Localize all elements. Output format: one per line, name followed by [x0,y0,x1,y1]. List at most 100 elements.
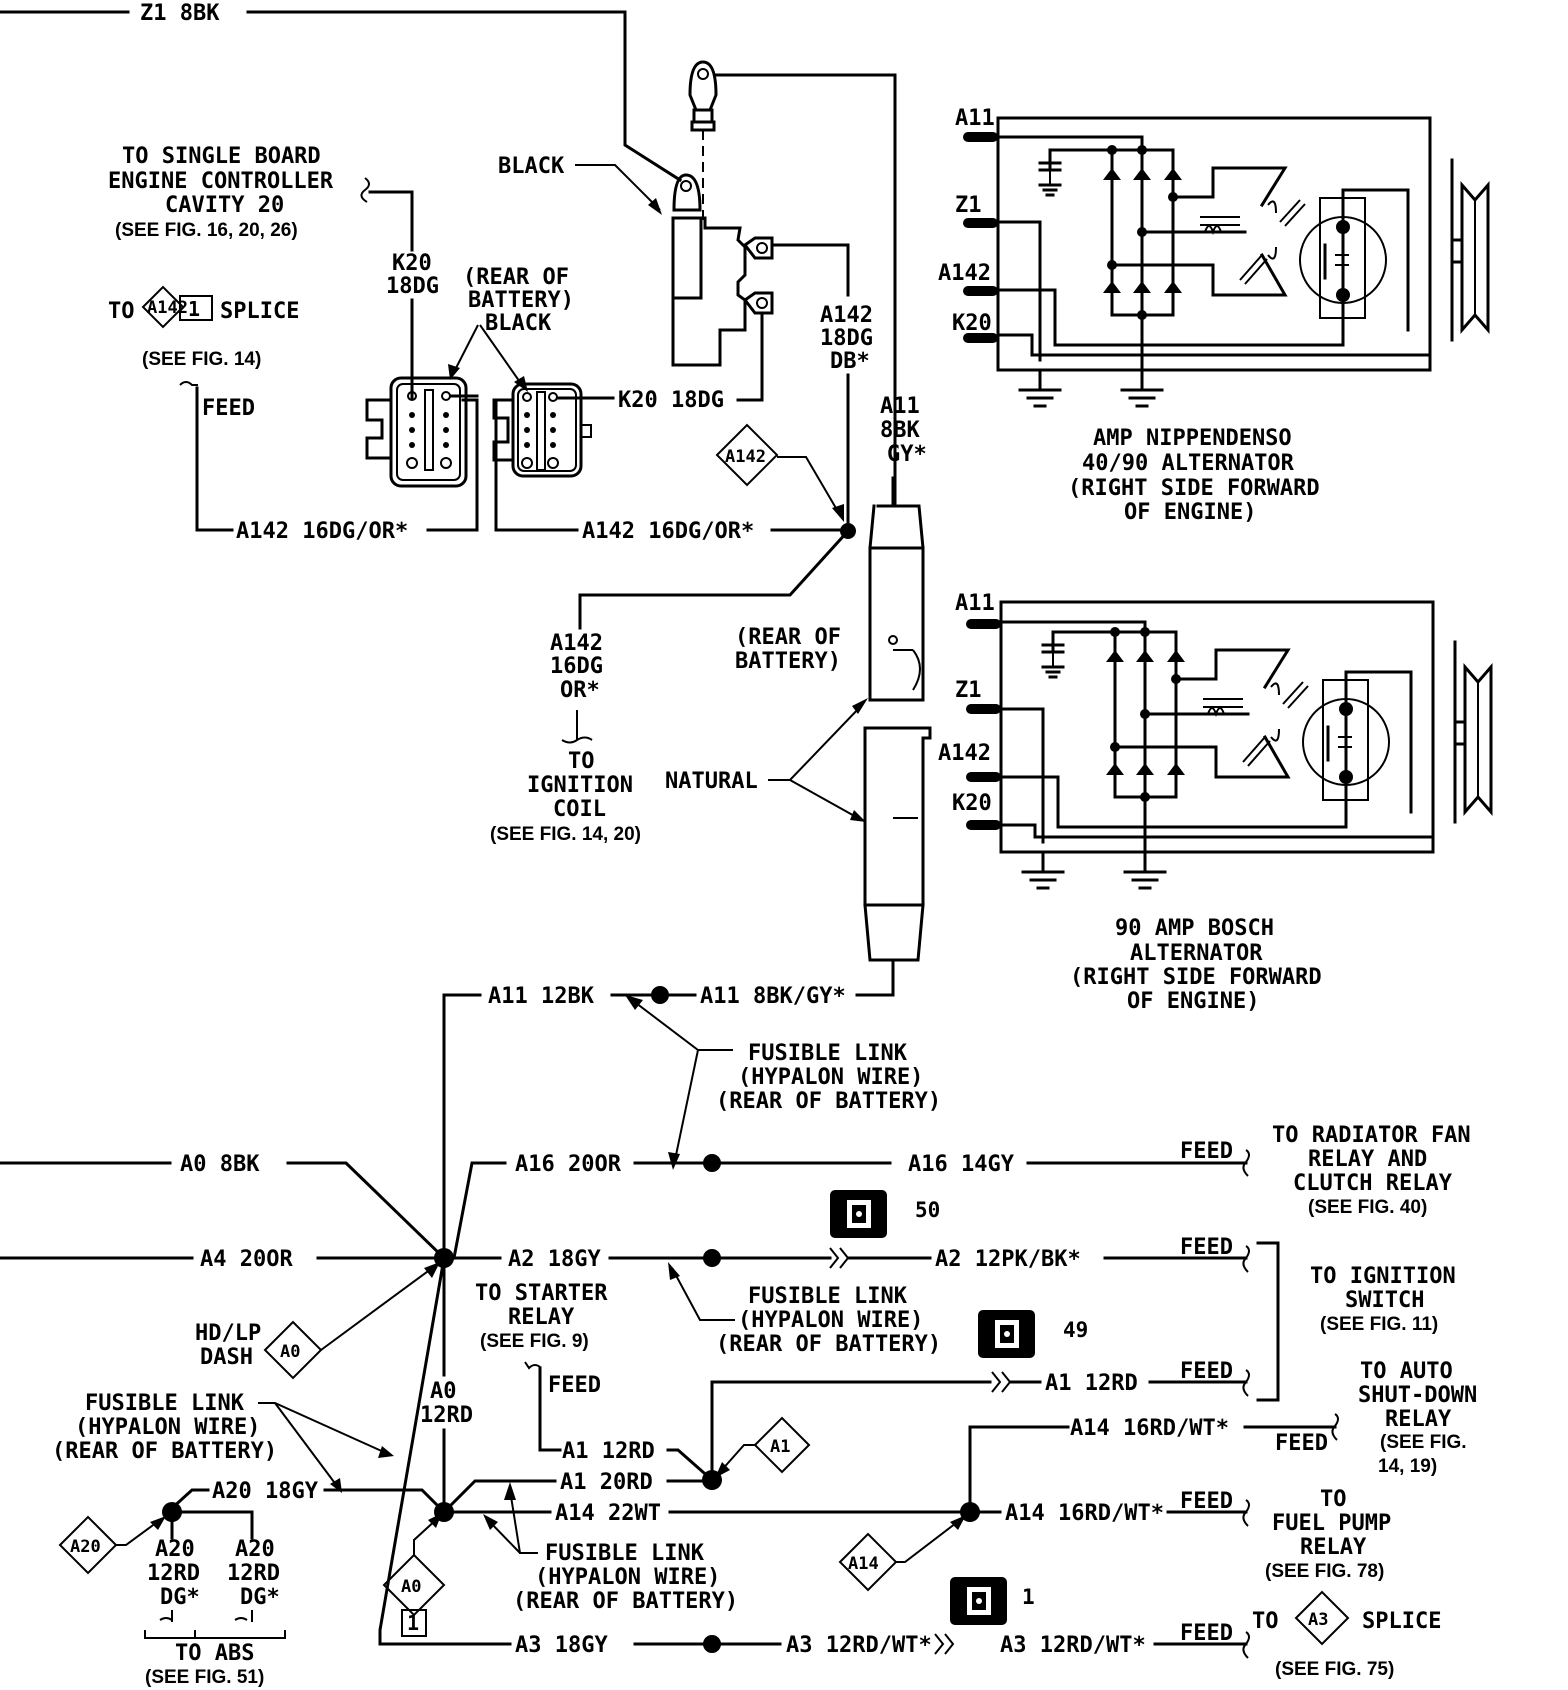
terminal-z1: Z1 [955,678,982,703]
wire-label-a20-branch-2: A20 [235,1537,275,1562]
wire-label-a3-12rd-wt-1: A3 12RD/WT* [786,1633,932,1658]
black-ring-terminal: BLACK [498,154,747,367]
svg-text:18DG: 18DG [820,326,873,351]
svg-text:OF ENGINE): OF ENGINE) [1124,500,1256,525]
wire-label-a0-12rd: A0 [430,1379,457,1404]
connector-1: 1 [950,1577,1035,1625]
svg-text:CAVITY 20: CAVITY 20 [165,193,284,218]
svg-text:49: 49 [1063,1318,1088,1342]
svg-text:A0: A0 [401,1577,421,1597]
fusible-link-note-4: FUSIBLE LINK (HYPALON WIRE) (REAR OF BAT… [52,1391,394,1493]
wire-label-a20-18gy: A20 18GY [212,1479,319,1504]
wire-label-a142-mid: A142 16DG/OR* [582,519,754,544]
wire-a0-8bk: A0 8BK [0,1152,447,1261]
wire-label-a14-22wt: A14 22WT [555,1501,661,1526]
svg-text:(SEE FIG. 40): (SEE FIG. 40) [1308,1197,1427,1218]
alternator-nippendenso: A11 Z1 A142 K20 [938,106,1490,525]
svg-text:12RD: 12RD [420,1403,473,1428]
svg-text:OR*: OR* [560,678,600,703]
label-natural: NATURAL [665,769,758,794]
connector-49: 49 [978,1310,1088,1358]
wire-label-a142-18dg: A142 18DG DB* [820,303,873,374]
svg-text:A1: A1 [770,1437,790,1457]
svg-text:TO STARTER: TO STARTER [475,1281,608,1306]
wire-label-k20-horiz: K20 18DG [618,388,724,413]
svg-text:FUEL PUMP: FUEL PUMP [1272,1511,1391,1536]
svg-text:FUSIBLE LINK: FUSIBLE LINK [748,1284,908,1309]
svg-text:DG*: DG* [160,1585,200,1610]
terminal-a142: A142 [938,261,991,286]
wire-a1-right: A1 12RD FEED A1 [702,1359,1250,1490]
wire-a20: A20 18GY A20 A20 12RD DG* A20 12RD DG* T… [58,1479,447,1688]
wire-a4: A4 20OR A2 18GY A2 12PK/BK* FEED TO IGNI… [0,1235,1456,1402]
svg-text:(SEE FIG.: (SEE FIG. [1380,1432,1467,1453]
alternator-2-title: 90 AMP BOSCH [1115,916,1274,941]
svg-text:FEED: FEED [1180,1235,1233,1260]
diamond-a3-splice [1294,1590,1350,1646]
label-fuel-pump: TO [1320,1487,1347,1512]
fusible-link-note-3: FUSIBLE LINK [545,1541,705,1566]
label-black: BLACK [498,154,565,179]
svg-text:16DG: 16DG [550,654,603,679]
wire-label-a16-20or: A16 20OR [515,1152,622,1177]
label-sbec: TO SINGLE BOARD ENGINE CONTROLLER CAVITY… [108,144,439,400]
wire-label-a3-12rd-wt-2: A3 12RD/WT* [1000,1633,1146,1658]
svg-text:FEED: FEED [1180,1489,1233,1514]
svg-text:14, 19): 14, 19) [1378,1456,1437,1477]
alternator-bosch: A11 Z1 A142 K20 [938,591,1493,1014]
svg-text:(SEE FIG. 75): (SEE FIG. 75) [1275,1659,1394,1680]
svg-text:40/90 ALTERNATOR: 40/90 ALTERNATOR [1082,451,1295,476]
svg-text:ENGINE CONTROLLER: ENGINE CONTROLLER [108,169,334,194]
svg-text:(SEE FIG. 51): (SEE FIG. 51) [145,1667,264,1688]
svg-text:12RD: 12RD [147,1561,200,1586]
wire-label-a14-16rd-wt-bottom: A14 16RD/WT* [1005,1501,1164,1526]
svg-text:BATTERY): BATTERY) [735,649,841,674]
svg-text:DG*: DG* [240,1585,280,1610]
wire-label-a142-coil: A142 [550,631,603,656]
svg-text:SPLICE: SPLICE [220,299,299,324]
svg-text:FEED: FEED [1180,1139,1233,1164]
wire-label-a4-20or: A4 20OR [200,1247,293,1272]
wire-label-a14-16rd-wt-top: A14 16RD/WT* [1070,1416,1229,1441]
svg-text:12RD: 12RD [227,1561,280,1586]
svg-text:FEED: FEED [1180,1621,1233,1646]
svg-text:(REAR OF BATTERY): (REAR OF BATTERY) [52,1439,277,1464]
svg-text:CLUTCH RELAY: CLUTCH RELAY [1293,1171,1453,1196]
svg-text:BATTERY): BATTERY) [468,288,574,313]
svg-text:DB*: DB* [830,349,870,374]
wire-label-a142-left: A142 16DG/OR* [236,519,408,544]
svg-text:FUSIBLE LINK: FUSIBLE LINK [85,1391,245,1416]
fuse-holder: A11 8BK GY* (REAR OF BATTERY) NATURAL [665,394,932,962]
svg-text:IGNITION: IGNITION [527,773,633,798]
wire-a16: A16 20OR A16 14GY FEED TO RADIATOR FAN R… [452,1123,1471,1260]
svg-text:FUSIBLE LINK: FUSIBLE LINK [748,1041,908,1066]
terminal-a11: A11 [955,591,995,616]
terminal-z1: Z1 [955,193,982,218]
connector-right: K20 18DG A142 16DG/OR* [492,382,850,544]
svg-text:A14: A14 [848,1554,879,1574]
svg-text:1: 1 [1022,1585,1035,1609]
alternator-1-title: AMP NIPPENDENSO [1093,426,1292,451]
diamond-a1 [753,1416,811,1474]
connector-left [365,376,479,488]
wire-a3: A3 18GY A3 12RD/WT* A3 12RD/WT* FEED TO … [378,1256,1441,1680]
terminal-k20: K20 [952,791,992,816]
wire-a11: A11 12BK A11 8BK/GY* [442,958,895,1260]
wire-label-a20-branch-1: A20 [155,1537,195,1562]
svg-text:HD/LP: HD/LP [195,1321,261,1346]
wire-label-z1-8bk: Z1 8BK [140,1,220,26]
label-connector-note: (REAR OF BATTERY) BLACK [448,265,574,392]
terminal-a11: A11 [955,106,995,131]
svg-text:8BK: 8BK [880,418,920,443]
terminal-k20: K20 [952,311,992,336]
svg-text:50: 50 [915,1198,940,1222]
svg-text:TO: TO [1252,1609,1279,1634]
svg-text:(HYPALON WIRE): (HYPALON WIRE) [738,1308,923,1333]
label-to-abs: TO ABS [175,1641,254,1666]
label-rear-of-battery: (REAR OF [735,625,841,650]
svg-text:(HYPALON WIRE): (HYPALON WIRE) [738,1065,923,1090]
svg-text:A142: A142 [820,303,873,328]
svg-text:DASH: DASH [200,1345,253,1370]
wire-label-a11-12bk: A11 12BK [488,984,595,1009]
